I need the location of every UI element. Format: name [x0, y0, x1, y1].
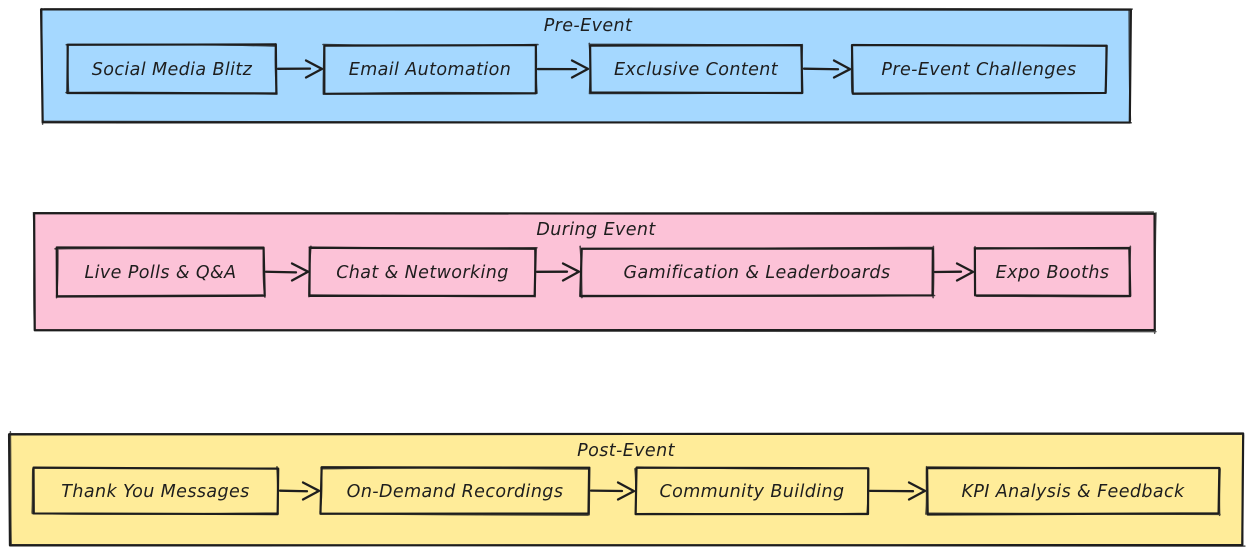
node-box[interactable]: Email Automation [322, 43, 539, 95]
node-label: Gamification & Leaderboards [624, 263, 891, 283]
arrow-during-event-2 [535, 262, 581, 282]
node-outline [579, 245, 936, 299]
node-box[interactable]: Community Building [634, 466, 870, 516]
node-box[interactable]: Live Polls & Q&A [54, 246, 266, 299]
node-outline [850, 43, 1108, 95]
arrow-post-event-2 [589, 481, 636, 501]
node-outline [634, 466, 870, 515]
node-box[interactable]: Gamification & Leaderboards [579, 245, 936, 299]
node-box[interactable]: On-Demand Recordings [319, 466, 591, 516]
group-title-pre-event: Pre-Event [544, 16, 633, 36]
node-outline [322, 43, 539, 95]
arrow-pre-event-2 [536, 59, 590, 79]
node-label: Community Building [659, 482, 844, 502]
group-title-post-event: Post-Event [577, 441, 675, 461]
node-box[interactable]: Thank You Messages [31, 466, 280, 516]
arrow-during-event-3 [933, 262, 975, 282]
node-outline [319, 466, 591, 516]
node-label: Expo Booths [996, 263, 1110, 283]
node-label: Exclusive Content [614, 60, 779, 80]
node-outline [65, 43, 278, 95]
group-container-outline-pre-event [41, 7, 1134, 126]
group-title-during-event: During Event [536, 220, 656, 240]
node-outline [31, 466, 279, 515]
node-box[interactable]: Social Media Blitz [65, 43, 278, 95]
group-container-outline-post-event [8, 430, 1246, 547]
node-label: Thank You Messages [61, 482, 249, 502]
node-label: Chat & Networking [336, 263, 509, 283]
node-label: Pre-Event Challenges [881, 60, 1076, 80]
node-box[interactable]: Exclusive Content [588, 42, 804, 95]
node-outline [973, 245, 1132, 298]
node-box[interactable]: KPI Analysis & Feedback [925, 465, 1221, 517]
node-box[interactable]: Pre-Event Challenges [850, 43, 1108, 95]
arrow-post-event-3 [868, 481, 927, 501]
arrow-pre-event-3 [802, 59, 852, 79]
node-outline [308, 245, 538, 298]
arrow-during-event-1 [264, 262, 310, 282]
node-outline [54, 247, 266, 299]
group-container-outline-during-event [32, 211, 1157, 335]
node-outline [925, 465, 1221, 517]
arrow-post-event-1 [278, 481, 321, 501]
arrow-pre-event-1 [276, 59, 324, 79]
node-label: Social Media Blitz [92, 60, 253, 80]
node-label: KPI Analysis & Feedback [961, 482, 1185, 502]
node-label: On-Demand Recordings [347, 482, 564, 502]
node-outline [588, 42, 804, 95]
node-box[interactable]: Expo Booths [973, 245, 1132, 298]
node-label: Live Polls & Q&A [85, 263, 237, 283]
node-label: Email Automation [349, 60, 511, 80]
node-box[interactable]: Chat & Networking [308, 245, 538, 298]
